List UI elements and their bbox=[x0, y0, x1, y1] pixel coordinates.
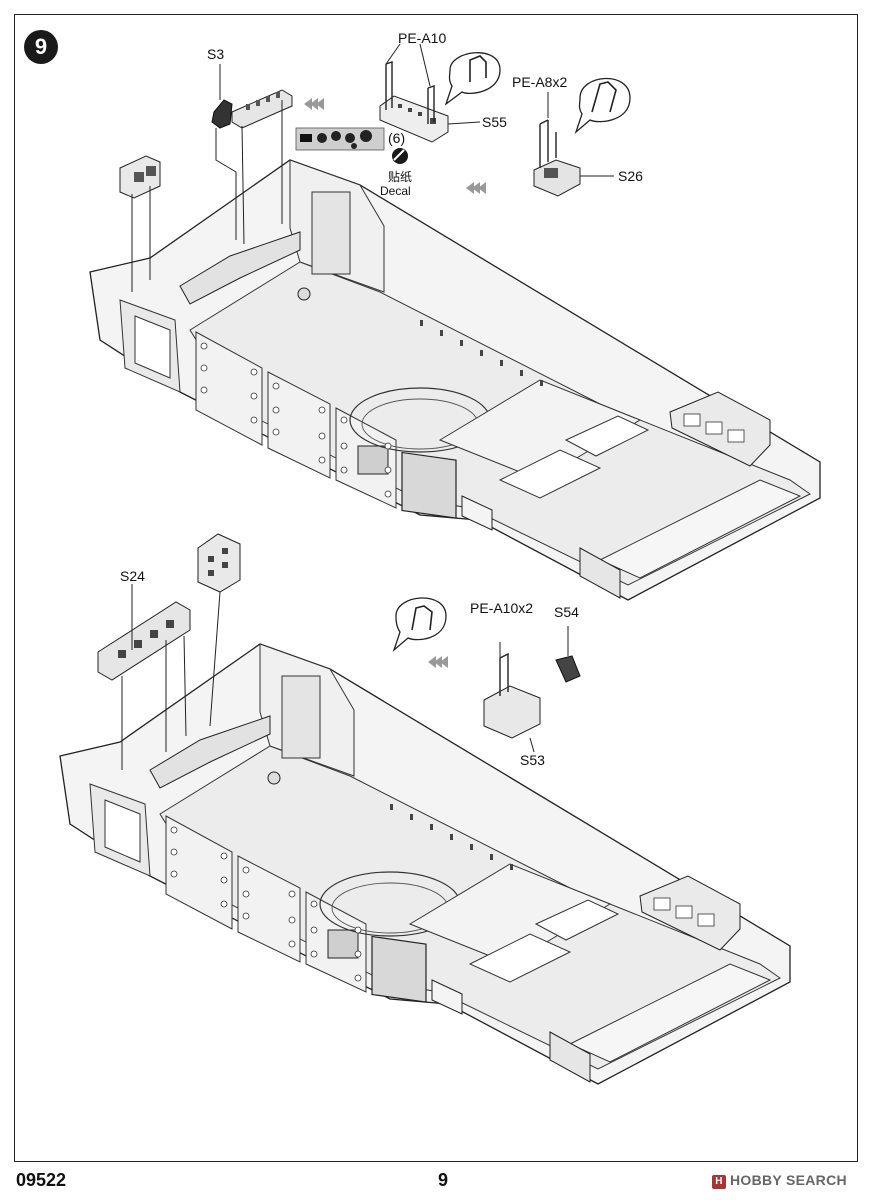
label-decal-chinese: 贴纸 bbox=[388, 170, 413, 184]
part-s53-illustration bbox=[483, 652, 541, 739]
label-pe-a10x2: PE-A10x2 bbox=[470, 600, 534, 616]
label-s53: S53 bbox=[520, 752, 545, 768]
label-decal-english: Decal bbox=[380, 184, 411, 198]
label-s3: S3 bbox=[207, 46, 225, 62]
leader-lines-top bbox=[131, 43, 614, 292]
hull-top bbox=[89, 159, 821, 601]
page-border bbox=[14, 14, 858, 1162]
label-pe-a10: PE-A10 bbox=[398, 30, 447, 46]
direction-arrow-icon bbox=[304, 98, 486, 194]
label-s54: S54 bbox=[554, 604, 579, 620]
label-pe-a8x2: PE-A8x2 bbox=[512, 74, 568, 90]
decal-icon bbox=[392, 148, 408, 164]
part-box-left-top bbox=[119, 155, 161, 199]
label-decal-number: (6) bbox=[388, 130, 406, 146]
pe-callout-bubble-3 bbox=[392, 597, 447, 653]
leader-lines-bottom bbox=[121, 584, 569, 770]
decal-strip bbox=[295, 127, 385, 151]
part-s55-illustration bbox=[379, 61, 449, 143]
brand-watermark: H HOBBY SEARCH bbox=[712, 1172, 847, 1189]
part-s3-illustration bbox=[211, 89, 293, 129]
label-s24: S24 bbox=[120, 568, 145, 584]
step-number-badge: 9 bbox=[24, 30, 58, 64]
label-s55: S55 bbox=[482, 114, 507, 130]
pe-callout-bubble-1 bbox=[444, 52, 501, 106]
pe-callout-bubble-2 bbox=[574, 77, 631, 135]
part-s54-illustration bbox=[555, 655, 581, 683]
part-s24-illustration bbox=[97, 601, 191, 681]
product-code: 09522 bbox=[16, 1170, 67, 1190]
label-s26: S26 bbox=[618, 168, 643, 184]
part-s26-illustration bbox=[533, 119, 581, 197]
brand-name: HOBBY SEARCH bbox=[730, 1172, 847, 1188]
page-number: 9 bbox=[438, 1170, 449, 1190]
brand-logo-icon: H bbox=[712, 1175, 726, 1189]
direction-arrow-icon bbox=[428, 656, 448, 668]
part-box-upper-bottom bbox=[197, 533, 241, 593]
hull-bottom bbox=[59, 643, 791, 1085]
